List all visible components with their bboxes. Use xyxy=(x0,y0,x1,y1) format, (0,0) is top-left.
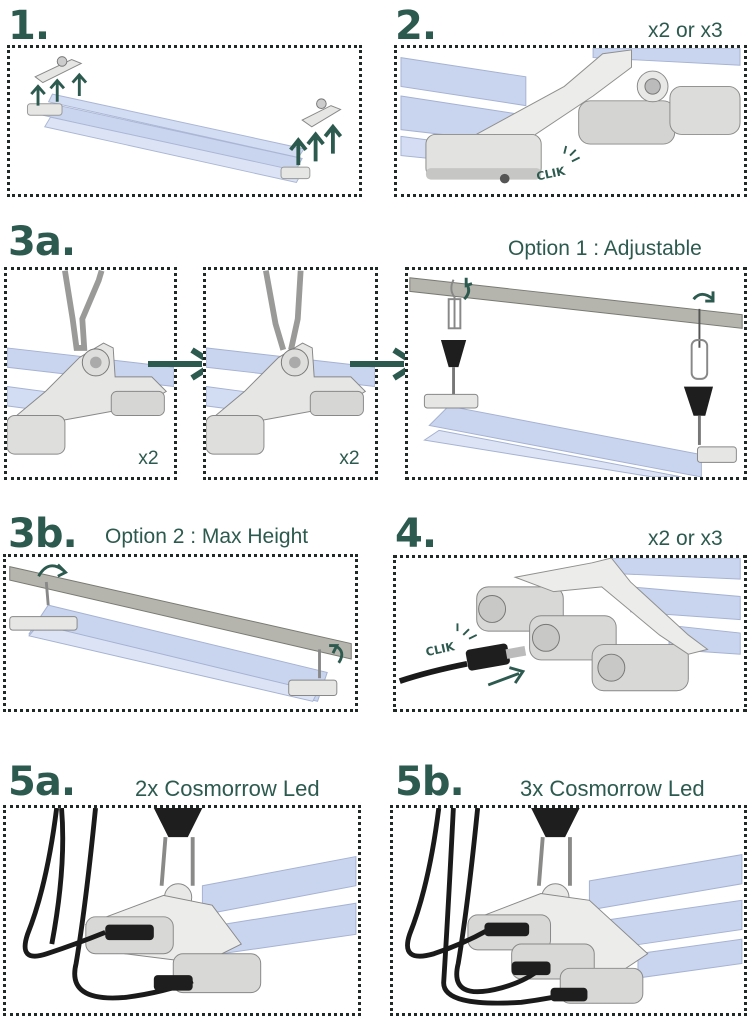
step-1-number: 1. xyxy=(8,3,50,49)
clik-indicator: CLIK xyxy=(424,623,478,659)
step-3a-option-label: Option 1 : Adjustable xyxy=(508,237,702,260)
connector-housings xyxy=(476,586,689,692)
led-bars xyxy=(42,93,305,184)
right-bracket xyxy=(280,98,342,180)
step-3a-count-b: x2 xyxy=(339,448,359,469)
step-3a-panel-2: x2 xyxy=(203,267,378,480)
step-3b-option-label: Option 2 : Max Height xyxy=(105,525,309,548)
hanging-rod xyxy=(409,277,743,329)
step-3b-illustration xyxy=(9,563,352,702)
connector-clip xyxy=(425,133,542,184)
step-3a-illustration-3 xyxy=(409,277,743,477)
hanger-arm xyxy=(513,558,709,655)
step-5b-panel xyxy=(390,805,747,1016)
step-5a-panel xyxy=(3,805,361,1016)
step-3a-illustration-2: x2 xyxy=(206,270,375,469)
up-arrows-left xyxy=(30,72,88,106)
clik-indicator: CLIK xyxy=(535,145,581,184)
step-2-illustration: CLIK xyxy=(400,48,741,184)
power-cables xyxy=(405,808,576,1006)
plugs xyxy=(484,922,588,1002)
step-5a-number: 5a. xyxy=(8,759,76,805)
step-3a-count-a: x2 xyxy=(138,448,158,469)
svg-text:CLIK: CLIK xyxy=(424,639,456,659)
hanging-rod xyxy=(9,566,352,660)
step-5b-number: 5b. xyxy=(395,759,465,805)
step-3b-panel xyxy=(3,554,358,712)
step-4-number: 4. xyxy=(395,511,437,557)
step-3a-panel-3 xyxy=(405,267,747,480)
plugs xyxy=(105,924,193,991)
led-bars xyxy=(423,405,702,477)
bracket-housings xyxy=(467,892,649,1004)
left-hanger xyxy=(423,279,479,409)
step-4-panel: CLIK xyxy=(393,555,747,712)
power-cable xyxy=(398,643,527,684)
step-3b-number: 3b. xyxy=(8,511,78,557)
left-bracket xyxy=(26,56,83,116)
up-arrows-right xyxy=(289,123,343,166)
step-2-quantity: x2 or x3 xyxy=(648,19,723,42)
bracket-housing xyxy=(578,70,741,145)
left-bracket xyxy=(9,581,78,631)
right-bracket xyxy=(288,649,338,697)
step-5b-caption: 3x Cosmorrow Led xyxy=(520,776,705,801)
hanger xyxy=(153,808,203,912)
svg-text:CLIK: CLIK xyxy=(535,164,567,184)
step-3a-panel-1: x2 xyxy=(4,267,177,480)
step-1-illustration xyxy=(26,56,343,184)
rotate-arrows xyxy=(37,563,344,664)
led-bars xyxy=(28,604,328,702)
led-bars xyxy=(588,854,743,979)
right-hanger xyxy=(683,308,737,463)
step-5b-illustration xyxy=(405,808,743,1006)
rotate-arrows xyxy=(463,277,715,303)
power-cables xyxy=(22,808,194,1001)
step-5a-illustration xyxy=(22,808,357,1001)
step-2-number: 2. xyxy=(395,3,437,49)
step-3a-illustration-1: x2 xyxy=(7,270,174,469)
insert-arrow xyxy=(487,666,526,687)
step-2-panel: CLIK xyxy=(394,45,747,197)
step-5a-caption: 2x Cosmorrow Led xyxy=(135,776,320,801)
step-3a-number: 3a. xyxy=(8,219,76,265)
step-4-quantity: x2 or x3 xyxy=(648,527,723,550)
step-1-panel xyxy=(7,45,362,197)
step-4-illustration: CLIK xyxy=(398,558,741,692)
